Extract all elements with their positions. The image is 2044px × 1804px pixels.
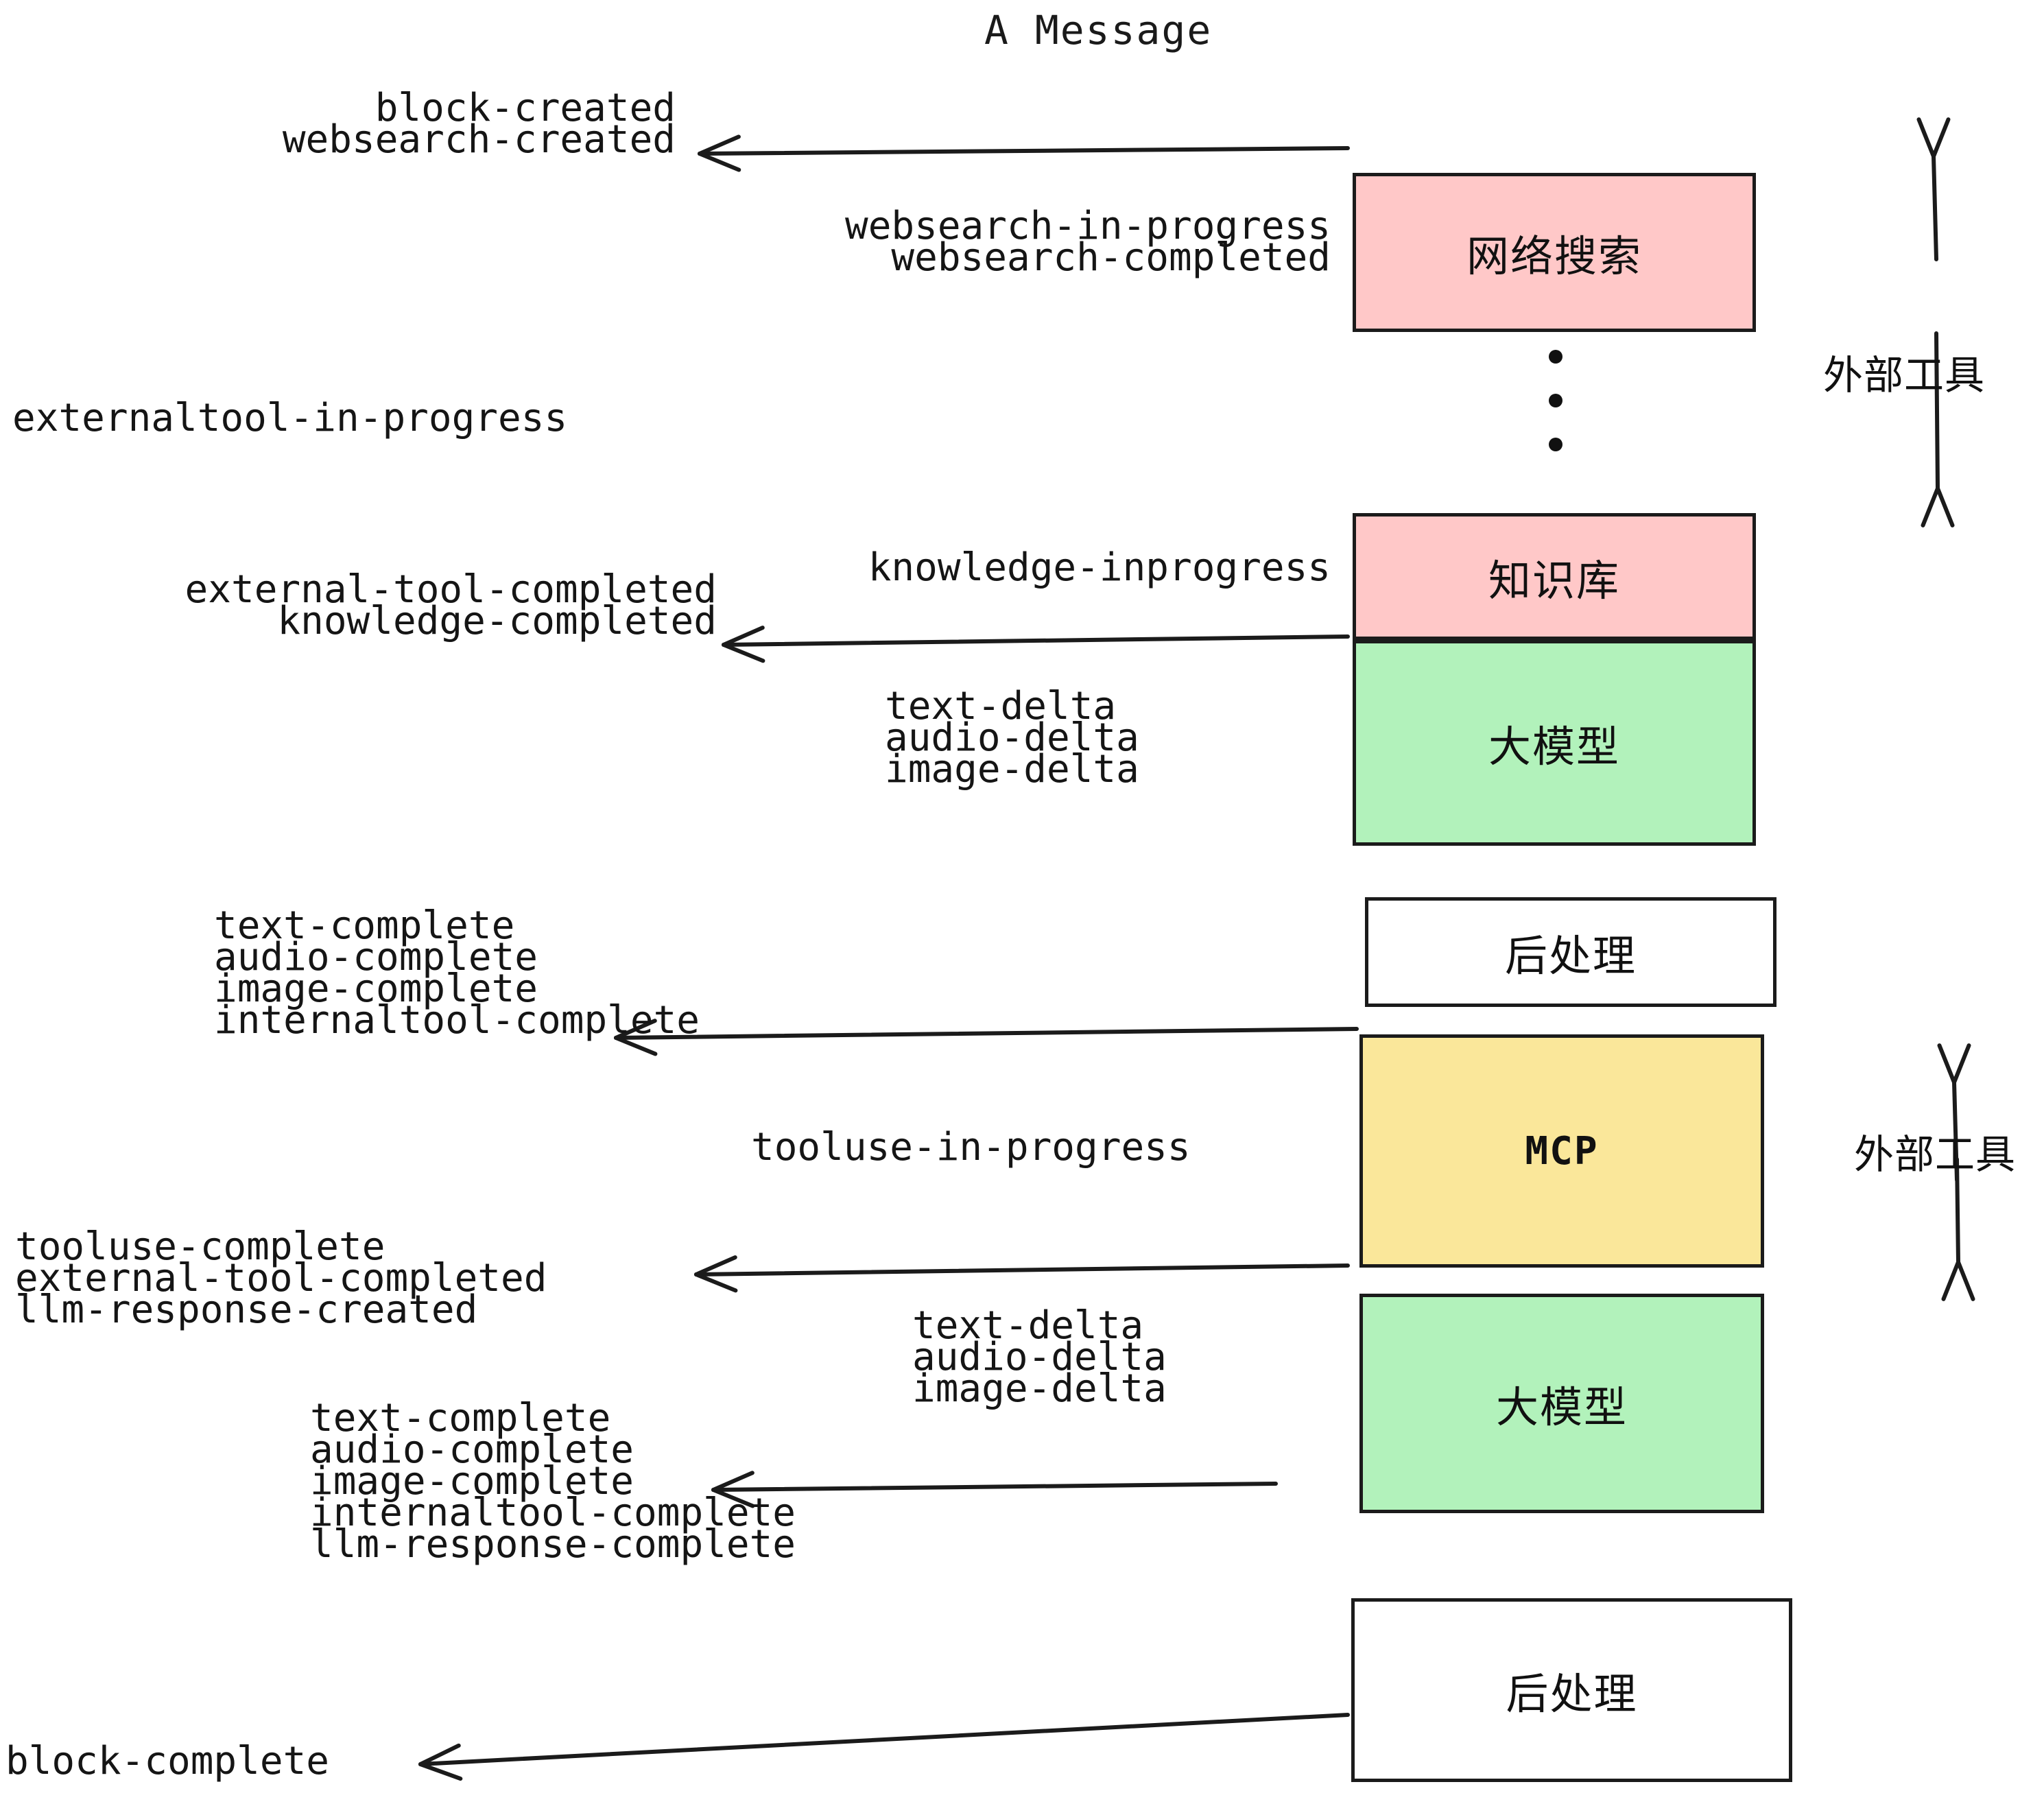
event-label: audio-complete	[214, 935, 538, 980]
event-label: text-delta	[885, 684, 1117, 728]
process-box-label: 后处理	[1504, 931, 1637, 981]
event-label: websearch-in-progress	[844, 204, 1331, 248]
event-label: block-created	[375, 86, 676, 130]
event-label: audio-delta	[885, 715, 1139, 760]
event-label: internaltool-complete	[310, 1491, 796, 1535]
event-label: text-complete	[310, 1396, 611, 1440]
process-box-label: 网络搜索	[1466, 231, 1642, 281]
arrow-image-complete	[614, 1019, 1359, 1056]
event-label: websearch-created	[282, 117, 676, 162]
event-label: llm-response-complete	[310, 1522, 796, 1567]
process-box-knowledge: 知识库	[1353, 513, 1756, 640]
process-box-llm1: 大模型	[1353, 640, 1756, 846]
event-label: tooluse-complete	[15, 1224, 385, 1269]
bracket-label-external-tool-bracket-top: 外部工具	[1823, 352, 1986, 399]
vertical-ellipsis-icon	[1549, 350, 1562, 482]
arrow-tooluse-complete	[694, 1255, 1350, 1293]
bracket-label-external-tool-bracket-bottom: 外部工具	[1854, 1131, 2017, 1178]
event-label: external-tool-completed	[185, 567, 717, 612]
event-label: block-complete	[5, 1739, 330, 1783]
event-label: audio-complete	[310, 1427, 634, 1472]
event-label: text-complete	[214, 903, 515, 948]
arrow-websearch-created	[698, 134, 1350, 172]
event-label: external-tool-completed	[15, 1256, 547, 1301]
process-box-label: 大模型	[1495, 1382, 1628, 1432]
event-label: text-delta	[912, 1303, 1144, 1348]
event-label: image-complete	[310, 1459, 634, 1504]
event-label: image-delta	[885, 747, 1139, 792]
arrow-block-complete	[418, 1713, 1350, 1781]
diagram-title: A Message	[984, 7, 1213, 54]
event-label: externaltool-in-progress	[12, 396, 568, 440]
event-label: knowledge-completed	[277, 599, 717, 643]
process-box-label: 大模型	[1488, 722, 1620, 772]
event-label: websearch-completed	[891, 235, 1331, 280]
event-label: audio-delta	[912, 1335, 1167, 1379]
event-label: internaltool-complete	[214, 998, 700, 1043]
arrow-knowledge-completed	[722, 626, 1350, 663]
event-label: llm-response-created	[15, 1287, 478, 1332]
process-box-label: MCP	[1525, 1128, 1599, 1174]
process-box-mcp: MCP	[1359, 1034, 1764, 1268]
process-box-label: 后处理	[1506, 1669, 1638, 1719]
process-box-post2: 后处理	[1351, 1598, 1792, 1782]
external-tool-bracket-top-arrows	[1916, 117, 1955, 527]
process-box-label: 知识库	[1488, 555, 1620, 606]
arrow-audio-complete	[711, 1471, 1278, 1508]
process-box-post1: 后处理	[1365, 897, 1776, 1007]
event-label: tooluse-in-progress	[751, 1125, 1191, 1170]
event-label: image-complete	[214, 966, 538, 1011]
process-box-llm2: 大模型	[1359, 1294, 1764, 1513]
process-box-websearch: 网络搜索	[1353, 173, 1756, 332]
event-label: knowledge-inprogress	[868, 545, 1331, 590]
event-label: image-delta	[912, 1366, 1167, 1411]
